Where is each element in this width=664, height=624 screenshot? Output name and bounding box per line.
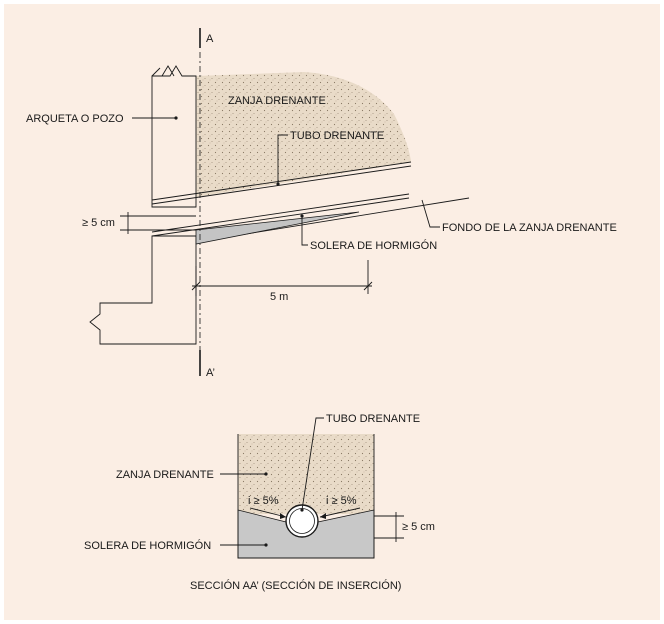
sec-label-tubo: TUBO DRENANTE <box>326 413 420 425</box>
label-arqueta: ARQUETA O POZO <box>26 113 124 125</box>
section-walls <box>237 434 375 559</box>
arqueta-wall-upper <box>151 65 197 208</box>
leader-fondo <box>421 199 440 228</box>
leader-solera-dot <box>300 214 304 218</box>
label-zanja: ZANJA DRENANTE <box>228 95 326 107</box>
section-mark-a: A <box>206 33 214 45</box>
section-caption: SECCIÓN AA’ (SECCIÓN DE INSERCIÓN) <box>190 579 401 592</box>
label-solera: SOLERA DE HORMIGÓN <box>310 239 437 252</box>
drainage-diagram: A A’ ARQUETA O POZO ZANJA DRENANTE TUBO … <box>26 28 617 592</box>
sec-leader-tubo <box>301 417 324 511</box>
slope-right-text: i ≥ 5% <box>326 495 357 507</box>
leader-tubo <box>277 134 288 184</box>
slope-left-head <box>280 513 286 519</box>
leader-tubo-dot <box>276 182 280 186</box>
slope-right-head <box>320 513 326 519</box>
arqueta-wall-lower <box>89 235 197 345</box>
tubo-line-lower <box>151 165 412 205</box>
break-mark-top <box>151 65 175 77</box>
leader-solera <box>301 216 308 246</box>
dim-length-tick1 <box>191 281 201 291</box>
zanja-drenante-fill <box>196 72 411 197</box>
leader-arqueta-dot <box>174 116 178 120</box>
drawing-frame: A A’ ARQUETA O POZO ZANJA DRENANTE TUBO … <box>4 4 660 620</box>
label-fondo: FONDO DE LA ZANJA DRENANTE <box>442 222 617 234</box>
section-tube-outer <box>285 504 319 538</box>
label-tubo: TUBO DRENANTE <box>290 130 384 142</box>
slope-left-text: i ≥ 5% <box>248 495 279 507</box>
dim-length-text: 5 m <box>270 291 288 303</box>
solera-wedge <box>195 211 360 245</box>
sec-leader-zanja-dot <box>264 472 268 476</box>
sec-leader-solera-dot <box>264 543 268 547</box>
sec-dim-text: ≥ 5 cm <box>402 521 435 533</box>
slope-right-arrow <box>319 507 361 518</box>
section-mark-a-prime: A’ <box>206 367 215 379</box>
dim-height-text: ≥ 5 cm <box>82 217 115 229</box>
tubo-line-upper <box>151 161 412 201</box>
sec-label-zanja: ZANJA DRENANTE <box>116 469 214 481</box>
sec-label-solera: SOLERA DE HORMIGÓN <box>84 539 211 552</box>
sec-leader-tubo-dot <box>300 508 304 512</box>
dim-length-tick2 <box>363 281 373 291</box>
fondo-line-1 <box>151 193 410 233</box>
